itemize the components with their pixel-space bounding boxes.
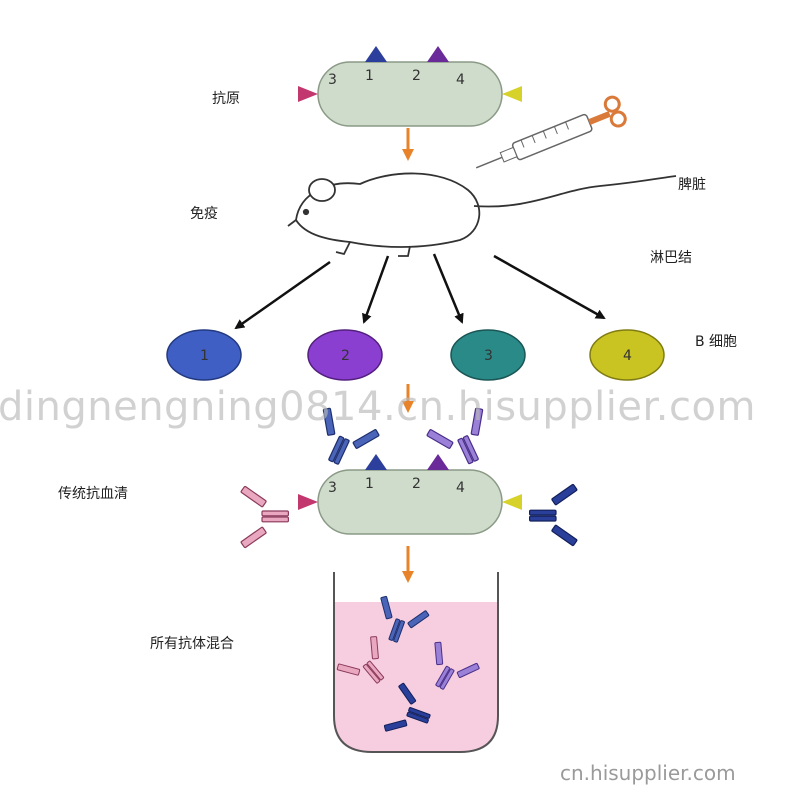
lymph-node-label: 淋巴结 — [650, 250, 692, 266]
watermark-corner: cn.hisupplier.com — [560, 761, 736, 785]
b-cell-1-label: 1 — [200, 348, 209, 364]
mouse-icon — [287, 172, 677, 257]
b-cells: 1 2 3 4 — [166, 329, 665, 381]
arrow-to-bcell-3 — [432, 253, 464, 324]
epitope-label-1: 1 — [365, 68, 374, 84]
b-cell-4 — [589, 329, 665, 381]
syringe-icon — [475, 95, 627, 169]
antigen-bound-body — [317, 469, 503, 535]
epitope-3-marker — [298, 86, 318, 102]
b-cell-4-label: 4 — [623, 348, 632, 364]
bound-epitope-label-1: 1 — [365, 476, 374, 492]
epitope-4-marker — [502, 86, 522, 102]
tube-outline — [333, 572, 499, 753]
antigen-top: 3 1 2 4 — [298, 46, 522, 127]
bound-epitope-label-3: 3 — [328, 480, 337, 496]
b-cell-2-label: 2 — [341, 348, 350, 364]
b-cell-3-label: 3 — [484, 348, 493, 364]
epitope-2-marker — [427, 46, 449, 62]
antigen-body — [317, 61, 503, 127]
spleen-label: 脾脏 — [678, 177, 706, 193]
bound-epitope-3-marker — [298, 494, 318, 510]
bound-epitope-label-4: 4 — [456, 480, 465, 496]
watermark-main: dingnengning0814.cn.hisupplier.com — [0, 384, 756, 430]
serum-label: 传统抗血清 — [58, 486, 128, 502]
antigen-label: 抗原 — [212, 91, 240, 107]
bound-epitope-label-2: 2 — [412, 476, 421, 492]
antigen-bound: 3 1 2 4 — [298, 454, 522, 535]
antibody-navy — [528, 483, 578, 547]
b-cell-label: B 细胞 — [695, 334, 737, 350]
mixture-label: 所有抗体混合 — [150, 636, 234, 652]
arrow-to-bcell-1 — [234, 260, 331, 330]
epitope-label-4: 4 — [456, 72, 465, 88]
bound-epitope-2-marker — [427, 454, 449, 470]
bound-epitope-1-marker — [365, 454, 387, 470]
epitope-1-marker — [365, 46, 387, 62]
immunize-label: 免疫 — [190, 206, 218, 222]
b-cell-2 — [307, 329, 383, 381]
arrow-to-bcell-4 — [493, 254, 606, 320]
b-cell-3 — [450, 329, 526, 381]
b-cell-1 — [166, 329, 242, 381]
test-tube — [333, 572, 499, 753]
epitope-label-3: 3 — [328, 72, 337, 88]
arrow-to-bcell-2 — [362, 255, 390, 324]
epitope-label-2: 2 — [412, 68, 421, 84]
bound-epitope-4-marker — [502, 494, 522, 510]
antibody-pink — [240, 485, 289, 549]
